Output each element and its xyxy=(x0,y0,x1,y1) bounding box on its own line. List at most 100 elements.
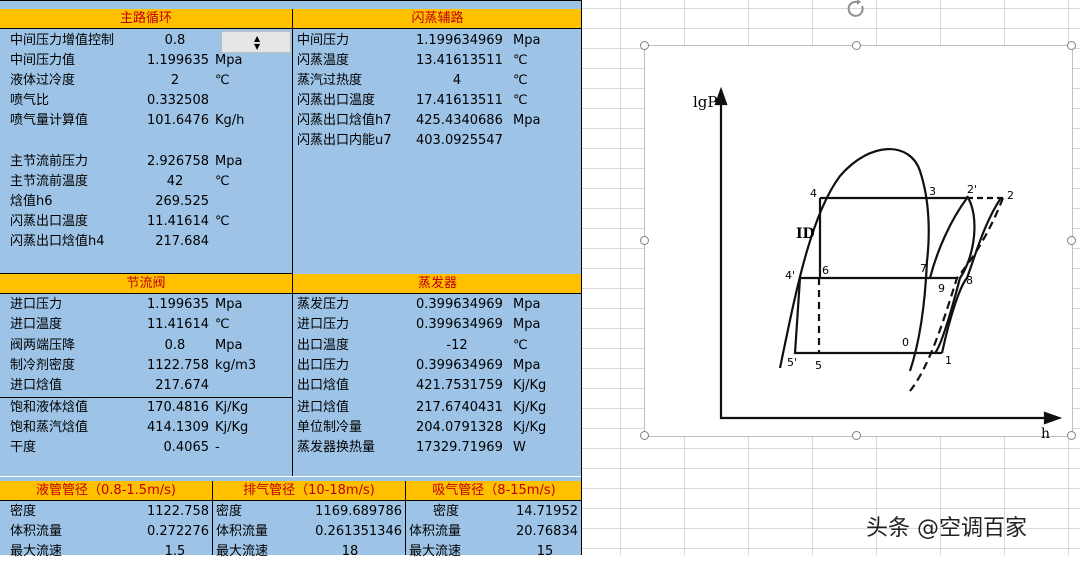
resize-handle[interactable] xyxy=(1067,431,1076,440)
main-loop-value[interactable]: 11.41614 xyxy=(146,214,209,229)
throttle-label: 制冷剂密度 xyxy=(10,358,76,373)
main-loop-bottom-border xyxy=(0,273,292,274)
throttle-value[interactable]: 414.1309 xyxy=(146,420,209,435)
main-loop-unit: ℃ xyxy=(215,174,230,189)
watermark-text: 头条 @空调百家 xyxy=(866,516,1027,541)
pipe-label: 密度 xyxy=(216,504,243,519)
point-label: 9 xyxy=(938,282,945,295)
suction-pipe-header: 吸气管径（8-15m/s) xyxy=(406,481,582,501)
pipe-value[interactable]: 1122.758 xyxy=(146,504,209,519)
throttle-label: 进口焓值 xyxy=(10,378,63,393)
mixing-line xyxy=(934,195,976,354)
spinner-down-arrow[interactable]: ▼ xyxy=(254,42,261,51)
flash-label: 中间压力 xyxy=(297,33,350,48)
pipe-label: 密度 xyxy=(432,504,459,519)
resize-handle[interactable] xyxy=(640,236,649,245)
resize-handle[interactable] xyxy=(640,41,649,50)
main-loop-value[interactable]: 101.6476 xyxy=(146,113,209,128)
evap-unit: Kj/Kg xyxy=(513,420,547,435)
pressure-increment-spinner[interactable]: ▲ ▼ xyxy=(221,31,291,53)
point-label: 0 xyxy=(902,336,909,349)
resize-handle[interactable] xyxy=(1067,236,1076,245)
main-loop-unit: ℃ xyxy=(215,73,230,88)
throttle-value[interactable]: 1122.758 xyxy=(146,358,209,373)
main-loop-value[interactable]: 2 xyxy=(170,73,180,88)
evap-label: 出口压力 xyxy=(297,358,350,373)
flash-value[interactable]: 1.199634969 xyxy=(416,33,503,48)
throttle-value[interactable]: 0.8 xyxy=(164,338,186,353)
point-label: 2' xyxy=(967,183,978,196)
main-loop-unit: Kg/h xyxy=(215,113,245,128)
evap-label: 出口温度 xyxy=(297,338,350,353)
section-divider xyxy=(292,9,293,476)
evap-value[interactable]: 421.7531759 xyxy=(416,378,503,393)
throttle-value[interactable]: 217.674 xyxy=(155,378,209,393)
flash-value[interactable]: 425.4340686 xyxy=(416,113,503,128)
flash-value[interactable]: 403.0925547 xyxy=(416,133,503,148)
throttle-value[interactable]: 170.4816 xyxy=(146,400,209,415)
resize-handle[interactable] xyxy=(1067,41,1076,50)
point-label: 8 xyxy=(966,274,973,287)
throttle-value[interactable]: 1.199635 xyxy=(146,297,209,312)
main-loop-label: 中间压力增值控制 xyxy=(10,33,115,48)
main-loop-label: 闪蒸出口温度 xyxy=(10,214,89,229)
evap-value[interactable]: 0.399634969 xyxy=(416,297,503,312)
evap-unit: Mpa xyxy=(513,358,541,373)
pipe-value[interactable]: 0.261351346 xyxy=(315,524,402,539)
flash-value[interactable]: 13.41613511 xyxy=(416,53,503,68)
pipe-value[interactable]: 1.5 xyxy=(164,544,186,559)
pipe-value[interactable]: 15 xyxy=(536,544,554,559)
rotate-handle-icon[interactable] xyxy=(845,0,869,20)
table-right-border xyxy=(581,0,582,555)
resize-handle[interactable] xyxy=(852,431,861,440)
flash-value[interactable]: 17.41613511 xyxy=(416,93,503,108)
main-loop-value[interactable]: 0.332508 xyxy=(146,93,209,108)
throttle-value[interactable]: 0.4065 xyxy=(163,440,210,455)
lgp-h-diagram-picture[interactable]: lgP h ID 4 3 2' 2 4' 6 7 9 8 0 1 5' 5 xyxy=(644,45,1073,442)
main-loop-value[interactable]: 42 xyxy=(166,174,184,189)
main-loop-value[interactable]: 0.8 xyxy=(164,33,186,48)
pipe-value[interactable]: 0.272276 xyxy=(146,524,209,539)
x-axis-label: h xyxy=(1041,426,1051,442)
region-label: ID xyxy=(796,226,815,242)
pipe-value[interactable]: 1169.689786 xyxy=(315,504,402,519)
pipe-label: 体积流量 xyxy=(216,524,269,539)
calc-block-bg xyxy=(0,0,582,476)
compression-line-7-2prime xyxy=(928,197,968,279)
flash-unit: Mpa xyxy=(513,33,541,48)
main-loop-value[interactable]: 2.926758 xyxy=(146,154,209,169)
axes-lines xyxy=(719,94,1055,420)
compression-line-1-2prime xyxy=(940,197,1002,354)
evap-value[interactable]: 217.6740431 xyxy=(416,400,503,415)
pipe-label: 体积流量 xyxy=(10,524,63,539)
evap-value[interactable]: 204.0791328 xyxy=(416,420,503,435)
evap-value[interactable]: 0.399634969 xyxy=(416,317,503,332)
main-loop-value[interactable]: 1.199635 xyxy=(146,53,209,68)
pipe-divider-1 xyxy=(212,481,213,555)
throttle-value[interactable]: 11.41614 xyxy=(146,317,209,332)
pipe-label: 最大流速 xyxy=(409,544,462,559)
main-loop-label: 焓值h6 xyxy=(10,194,53,209)
throttle-right-border xyxy=(292,293,293,397)
discharge-pipe-header: 排气管径（10-18m/s) xyxy=(213,481,405,501)
throttle-unit: ℃ xyxy=(215,317,230,332)
pipe-divider-2 xyxy=(405,481,406,555)
evaporator-header: 蒸发器 xyxy=(293,274,582,294)
pipe-value[interactable]: 20.76834 xyxy=(515,524,578,539)
pipe-value[interactable]: 14.71952 xyxy=(515,504,578,519)
main-loop-value[interactable]: 269.525 xyxy=(155,194,209,209)
evap-value[interactable]: -12 xyxy=(446,338,468,353)
flash-value[interactable]: 4 xyxy=(452,73,462,88)
evap-value[interactable]: 0.399634969 xyxy=(416,358,503,373)
diagram-drawing xyxy=(714,86,1063,425)
spinner-up-arrow[interactable]: ▲ xyxy=(254,34,261,43)
resize-handle[interactable] xyxy=(640,431,649,440)
throttle-label: 进口压力 xyxy=(10,297,63,312)
resize-handle[interactable] xyxy=(852,41,861,50)
main-loop-value[interactable]: 217.684 xyxy=(155,234,209,249)
throttle-box-bottom xyxy=(0,397,293,398)
saturation-dome xyxy=(778,148,930,372)
pipe-value[interactable]: 18 xyxy=(341,544,359,559)
evap-value[interactable]: 17329.71969 xyxy=(416,440,503,455)
pipe-label: 最大流速 xyxy=(10,544,63,559)
